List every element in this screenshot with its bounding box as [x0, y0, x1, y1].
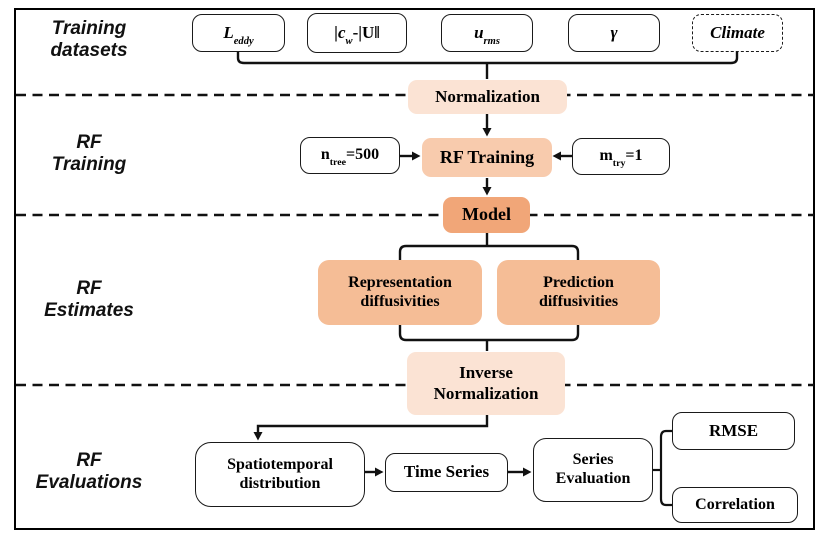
section-label-training-datasets: Training datasets — [8, 18, 170, 62]
node-label: Correlation — [695, 495, 775, 513]
section-label-rf-estimates: RF Estimates — [8, 278, 170, 322]
section-label-line: Estimates — [44, 300, 134, 322]
node-ntree-param: ntree=500 — [300, 137, 400, 174]
node-label: Prediction diffusivities — [538, 273, 619, 310]
node-prediction-diffusivities: Prediction diffusivities — [497, 260, 660, 325]
node-label: γ — [610, 22, 618, 42]
node-label: mtry=1 — [599, 147, 643, 169]
node-spatiotemporal-distribution: Spatiotemporal distribution — [195, 442, 365, 507]
section-label-line: RF — [76, 450, 102, 471]
node-label: Time Series — [403, 462, 490, 482]
node-label: Spatiotemporal distribution — [227, 455, 333, 492]
section-label-rf-training: RF Training — [8, 132, 170, 176]
node-model: Model — [443, 197, 530, 233]
node-l-eddy: Leddy — [192, 14, 285, 52]
node-label: Climate — [710, 22, 765, 42]
node-gamma: γ — [568, 14, 660, 52]
node-series-evaluation: Series Evaluation — [533, 438, 653, 502]
diffusivities-gather-bracket — [398, 325, 580, 342]
node-mtry-param: mtry=1 — [572, 138, 670, 175]
datasets-bus-bracket — [236, 51, 739, 65]
node-climate: Climate — [692, 14, 783, 52]
section-label-line: RF — [76, 278, 102, 299]
section-label-rf-evaluations: RF Evaluations — [8, 450, 170, 494]
node-label: RF Training — [439, 146, 535, 167]
node-label: Model — [462, 204, 511, 225]
node-label: Leddy — [223, 22, 254, 47]
node-label: urms — [474, 22, 500, 47]
model-split-bracket — [398, 244, 580, 260]
node-u-rms: urms — [441, 14, 533, 52]
section-label-line: Training — [51, 18, 127, 39]
node-correlation: Correlation — [672, 487, 798, 523]
node-label: RMSE — [708, 420, 759, 440]
node-label: Series Evaluation — [555, 451, 631, 487]
node-rmse: RMSE — [672, 412, 795, 450]
section-label-line: Training — [51, 154, 127, 176]
node-label: Normalization — [435, 86, 540, 106]
node-cw-minus-u: |cw-|U‖ — [307, 13, 407, 53]
node-label: |cw-|U‖ — [334, 22, 380, 47]
section-label-line: datasets — [50, 40, 128, 62]
node-label: ntree=500 — [320, 146, 380, 168]
section-label-line: RF — [76, 132, 102, 153]
node-normalization: Normalization — [408, 80, 567, 114]
node-rf-training: RF Training — [422, 138, 552, 177]
node-label: Representation diffusivities — [348, 273, 452, 310]
node-label: Inverse Normalization — [433, 363, 539, 403]
section-label-line: Evaluations — [35, 472, 143, 494]
node-time-series: Time Series — [385, 453, 508, 492]
arrow-inverse-to-spatiotemporal — [253, 415, 489, 441]
node-inverse-normalization: Inverse Normalization — [407, 352, 565, 415]
node-representation-diffusivities: Representation diffusivities — [318, 260, 482, 325]
serieseval-bracket — [659, 429, 672, 507]
